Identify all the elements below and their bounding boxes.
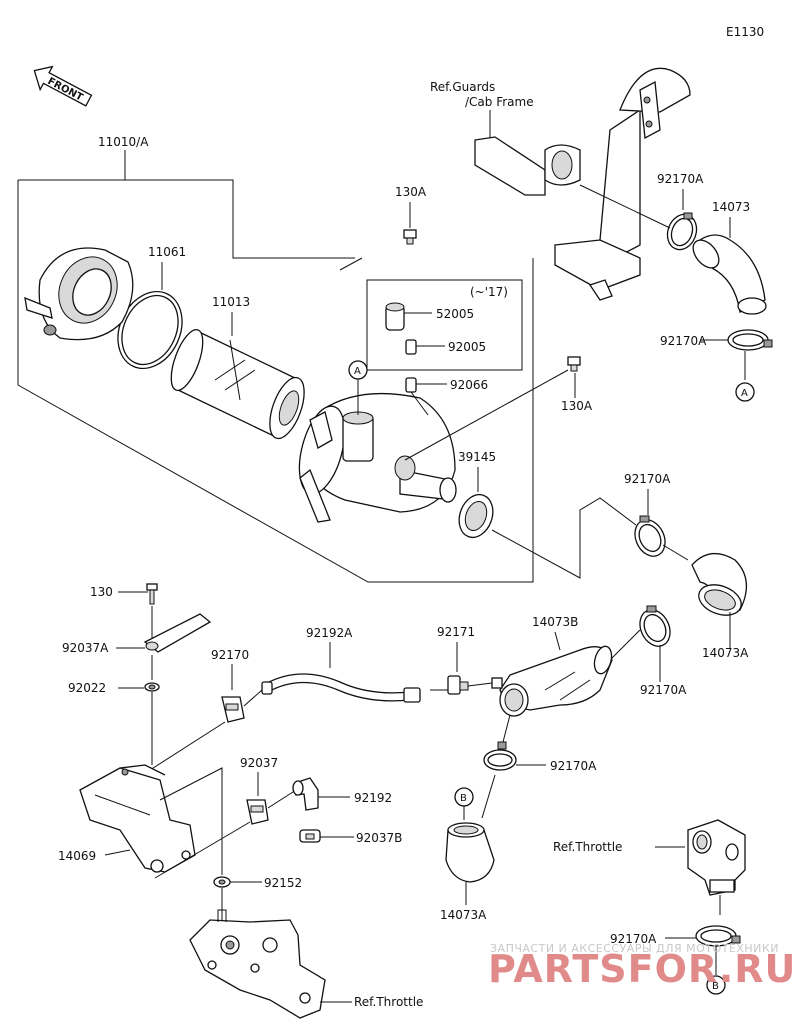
bracket-92037a [143,613,212,653]
year-note-box [366,279,523,371]
part-label-52005: 52005 [436,307,474,321]
year-note: (~'17) [470,285,508,299]
bracket-14069 [79,764,196,873]
plug-92005 [405,339,417,355]
washer-92022 [144,682,160,692]
part-label-92037b: 92037B [356,831,402,845]
throttle-body-ref-bottom [189,909,326,1019]
front-label: FRONT [46,76,85,104]
filter-element-11013 [170,329,305,440]
part-label-92037: 92037 [240,756,278,770]
seal-39145 [458,493,494,539]
part-label-14073a-right: 14073A [702,646,749,660]
bolt-130 [146,583,158,605]
clip-92037 [246,799,269,825]
ref-guards-line1: Ref.Guards [430,80,495,94]
part-label-92171: 92171 [437,625,475,639]
front-arrow-icon: FRONT [33,65,93,107]
throttle-body-ref-right [687,819,746,896]
ref-throttle-bottom: Ref.Throttle [354,995,423,1009]
ref-guards-line2: /Cab Frame [465,95,534,109]
ref-throttle-right: Ref.Throttle [553,840,622,854]
part-label-92192a: 92192A [306,626,353,640]
seal-ring-11061 [117,290,183,370]
callout-b-right [706,975,726,995]
air-cleaner-housing [298,392,457,523]
part-label-92170a-lower: 92170A [640,683,687,697]
clamp-92170a-right [634,515,666,557]
air-cleaner-cover [24,247,134,341]
bolt-130a-right [567,356,581,372]
part-label-130a-top: 130A [395,185,427,199]
hose-14073 [692,234,767,315]
part-label-92170a-mid: 92170A [660,334,707,348]
part-label-11013: 11013 [212,295,250,309]
part-label-92066: 92066 [450,378,488,392]
clip-92171 [447,675,469,695]
part-label-14069: 14069 [58,849,96,863]
washer-92152 [213,876,231,888]
hose-92192a [261,673,421,703]
clamp-92170a-b [483,741,517,771]
clamp-92170a-lower [639,605,671,647]
callout-a-right-label: A [741,388,748,399]
callout-b-left-label: B [460,793,467,804]
group-bracket-11010a [17,150,534,583]
part-label-11061: 11061 [148,245,186,259]
plug-92066 [405,377,417,393]
callout-b-right-label: B [712,981,719,992]
cap-52005 [385,302,405,331]
part-label-92170a-top: 92170A [657,172,704,186]
clamp-92170a-top [666,212,698,251]
part-label-92170a-right: 92170A [624,472,671,486]
part-label-14073a-bottom: 14073A [440,908,487,922]
part-label-92022: 92022 [68,681,106,695]
part-label-92005: 92005 [448,340,486,354]
part-label-14073b: 14073B [532,615,578,629]
part-label-92170: 92170 [211,648,249,662]
watermark-logo: PARTSFOR.RU [488,947,796,991]
bolt-130a-top [403,229,417,245]
callout-a-housing-label: A [354,366,361,377]
part-label-92170a-b: 92170A [550,759,597,773]
clamp-92170a-mid [727,329,773,351]
elbow-hose-92192 [292,777,319,811]
part-label-92192: 92192 [354,791,392,805]
diagram-code: E1130 [726,25,764,39]
callout-a-right [735,382,755,402]
part-label-11010a: 11010/A [98,135,149,149]
duct-14073b [491,645,613,717]
clip-92037b [299,829,321,843]
watermark-tagline: ЗАПЧАСТИ И АКСЕССУАРЫ ДЛЯ МОТОТЕХНИКИ [490,942,779,955]
part-label-130a-right: 130A [561,399,593,413]
part-label-39145: 39145 [458,450,496,464]
hose-14073a-right [691,553,747,616]
part-label-14073: 14073 [712,200,750,214]
part-label-92170a-bottom: 92170A [610,932,657,946]
part-label-92037a: 92037A [62,641,109,655]
part-label-130: 130 [90,585,113,599]
part-label-92152: 92152 [264,876,302,890]
cab-frame-ref [474,67,691,301]
hose-14073a-bottom [445,822,495,883]
clip-92170 [221,696,245,723]
